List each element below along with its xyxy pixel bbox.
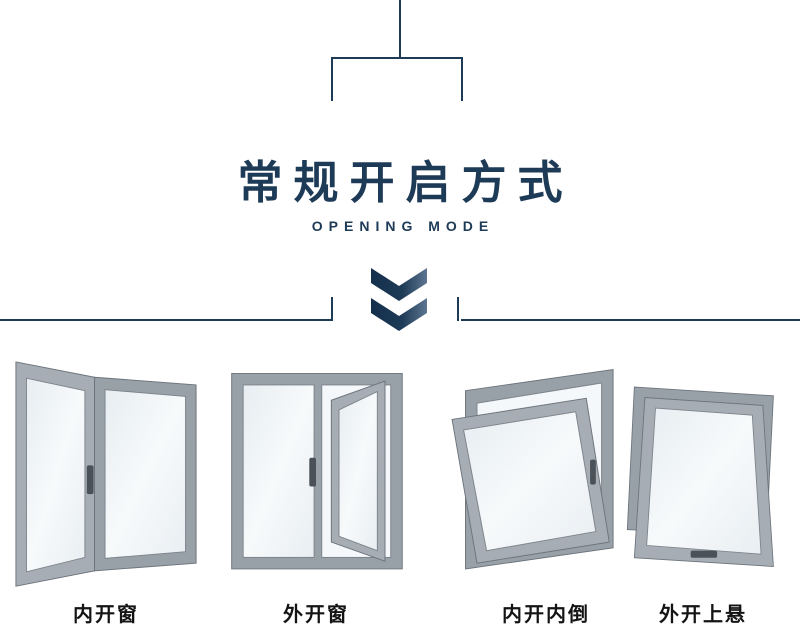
top-hung-window-illustration	[626, 386, 774, 567]
outward-casement-window-illustration	[231, 372, 403, 570]
window-mode-item: 内开窗	[8, 360, 204, 627]
divider-line-left	[0, 319, 331, 321]
window-mode-item: 外开窗	[218, 360, 414, 627]
top-stem-line	[399, 0, 401, 57]
window-handle	[590, 459, 596, 485]
divider-tick-left	[331, 297, 333, 321]
top-bracket-frame	[331, 57, 463, 101]
divider-line-right	[461, 319, 800, 321]
page-title: 常规开启方式	[237, 157, 574, 208]
window-mode-label: 内开窗	[73, 604, 139, 626]
inward-casement-window-illustration	[15, 361, 197, 587]
window-mode-item: 外开上悬	[614, 360, 792, 627]
window-mode-label: 外开窗	[283, 604, 349, 626]
tilt-and-turn-window-illustration	[451, 369, 614, 570]
page-subtitle: OPENING MODE	[311, 218, 495, 234]
divider-tick-right	[457, 297, 459, 321]
window-handle	[86, 465, 94, 495]
window-mode-item: 内开内倒	[448, 360, 644, 627]
window-mode-label: 内开内倒	[502, 604, 590, 626]
chevron-down-icon	[371, 268, 427, 331]
window-handle	[309, 457, 316, 487]
window-mode-label: 外开上悬	[659, 604, 747, 626]
window-handle	[690, 550, 718, 558]
